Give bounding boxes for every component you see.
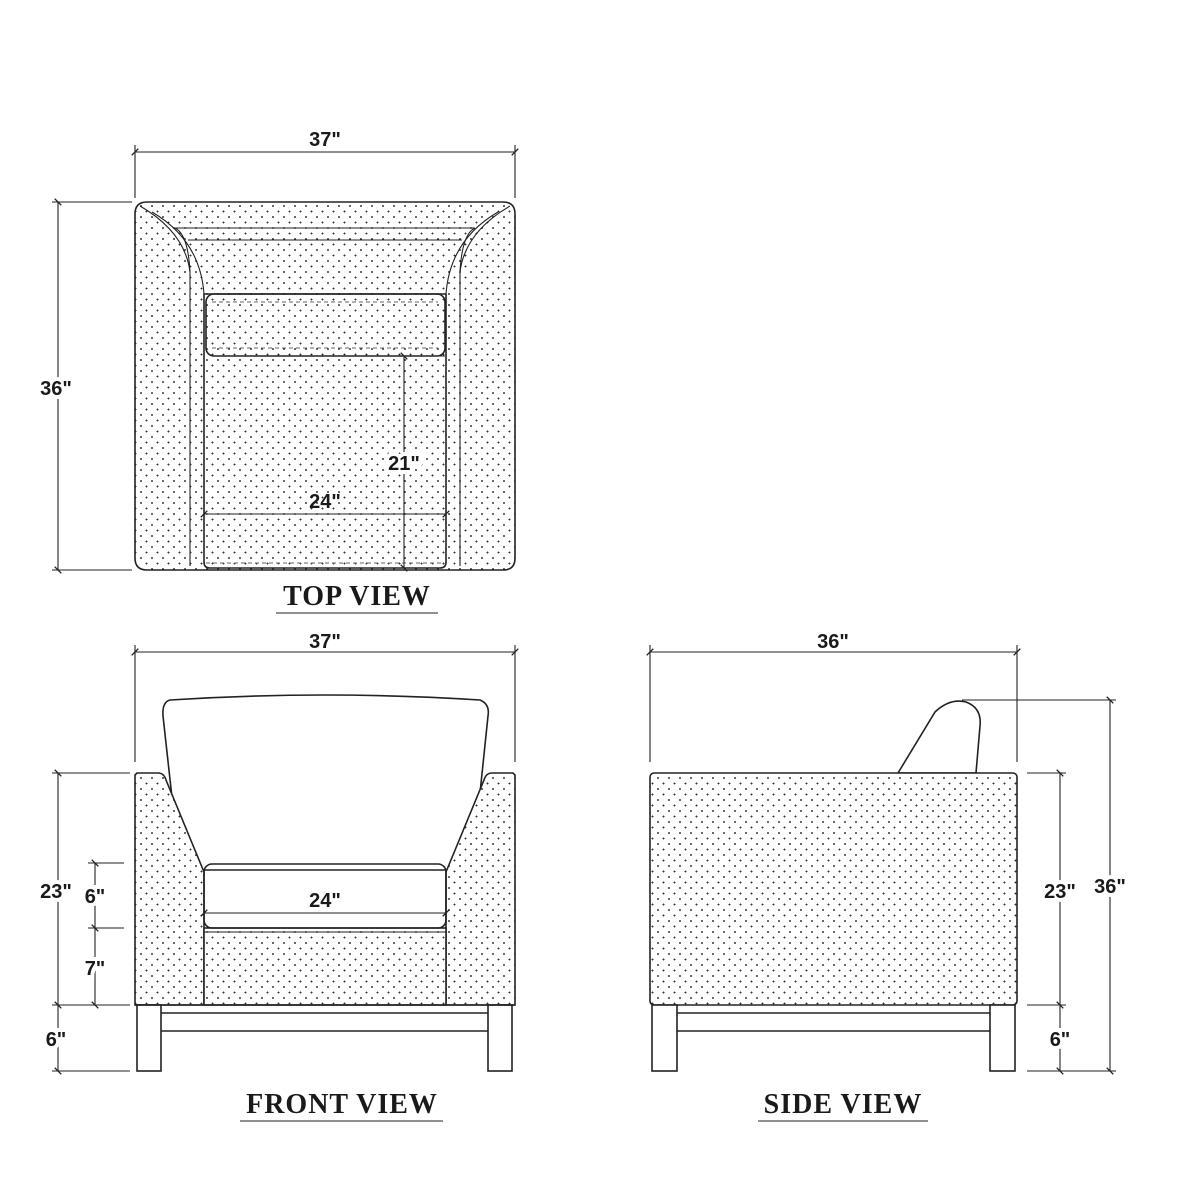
top-view: 37" 36" 21" 24" TOP VIEW <box>36 129 519 614</box>
top-back-cushion <box>205 293 446 357</box>
front-seat-base-dimension: 7" <box>85 958 106 980</box>
side-back-leg <box>989 1004 1016 1072</box>
top-view-title: TOP VIEW <box>283 581 431 612</box>
front-view-title: FRONT VIEW <box>246 1089 438 1120</box>
front-right-arm <box>445 772 516 1006</box>
side-back-cushion <box>896 700 982 774</box>
front-right-leg <box>487 1004 513 1072</box>
side-arm-height-dimension: 23" <box>1044 881 1076 903</box>
front-seat-cushion <box>203 863 447 929</box>
side-view: 36" 23" 36" 6" SIDE VIEW <box>646 631 1130 1122</box>
front-left-arm <box>134 772 205 1006</box>
front-view: 37" 23" 6" 7" 6" 24" FRONT VIEW <box>36 631 519 1122</box>
front-seat-base <box>203 927 447 1006</box>
side-body <box>649 772 1018 1006</box>
front-arm-height-dimension: 23" <box>40 881 72 903</box>
front-seat-width-dimension: 24" <box>309 890 341 912</box>
side-depth-dimension: 36" <box>817 631 849 653</box>
side-total-height-dimension: 36" <box>1094 876 1126 898</box>
front-leg-height-dimension: 6" <box>46 1029 67 1051</box>
front-left-leg <box>136 1004 162 1072</box>
front-back-cushion <box>162 694 490 871</box>
top-seat-depth-dimension: 21" <box>388 453 420 475</box>
top-width-dimension: 37" <box>309 129 341 151</box>
top-depth-dimension: 36" <box>40 378 72 400</box>
top-seat-well <box>203 293 447 569</box>
side-view-title: SIDE VIEW <box>764 1089 923 1120</box>
side-front-leg <box>651 1004 678 1072</box>
top-seat-width-dimension: 24" <box>309 491 341 513</box>
front-width-dimension: 37" <box>309 631 341 653</box>
side-leg-height-dimension: 6" <box>1050 1029 1071 1051</box>
front-cushion-thickness-dimension: 6" <box>85 886 106 908</box>
top-frame <box>134 201 516 571</box>
